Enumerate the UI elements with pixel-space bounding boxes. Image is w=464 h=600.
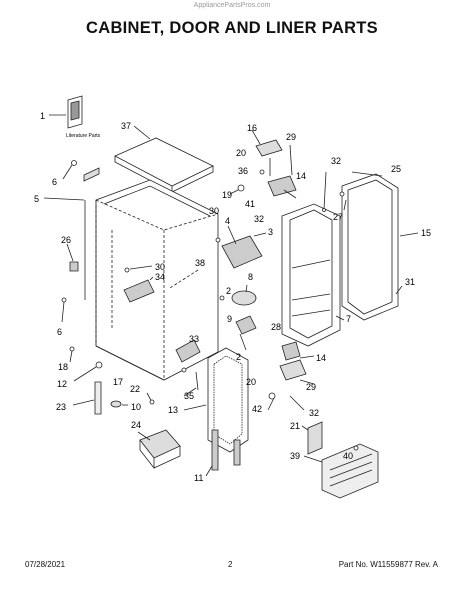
callout-30-a: 30 xyxy=(155,262,165,272)
callout-15: 15 xyxy=(421,228,431,238)
callout-39: 39 xyxy=(290,451,300,461)
toe-grille-39 xyxy=(303,443,379,499)
screw-19 xyxy=(229,184,245,195)
callout-38: 38 xyxy=(195,258,205,268)
door-handle xyxy=(205,429,241,477)
callout-9: 9 xyxy=(227,314,232,324)
cabinet-side-rod xyxy=(43,160,100,300)
hinge-block-24 xyxy=(137,429,181,470)
callout-21: 21 xyxy=(290,421,300,431)
callout-12: 12 xyxy=(57,379,67,389)
callout-26: 26 xyxy=(61,235,71,245)
callout-35: 35 xyxy=(184,391,194,401)
footer-part-number: Part No. W11559877 Rev. A xyxy=(338,560,438,569)
callout-30-b: 30 xyxy=(209,206,219,216)
footer-page-number: 2 xyxy=(228,560,233,569)
callout-20-b: 20 xyxy=(246,377,256,387)
callout-7: 7 xyxy=(346,314,351,324)
upper-screw-rod xyxy=(322,171,327,212)
callout-18: 18 xyxy=(58,362,68,372)
callout-2-a: 2 xyxy=(226,286,231,296)
callout-41: 41 xyxy=(245,199,255,209)
callout-33: 33 xyxy=(189,334,199,344)
callout-29-b: 29 xyxy=(306,382,316,392)
callout-36: 36 xyxy=(238,166,248,176)
top-hinge-16 xyxy=(251,129,283,157)
leveling-foot-part xyxy=(66,243,79,272)
glass-door-frame xyxy=(183,347,249,453)
screw-35 xyxy=(183,371,199,397)
callout-11: 11 xyxy=(194,473,203,483)
page-title: CABINET, DOOR AND LINER PARTS xyxy=(86,19,378,37)
hinge-plate-41 xyxy=(267,175,297,199)
callout-31: 31 xyxy=(405,277,415,287)
callout-25: 25 xyxy=(391,164,401,174)
callout-32-a: 32 xyxy=(254,214,264,224)
callout-37: 37 xyxy=(121,121,131,131)
upper-hinge-bracket xyxy=(123,265,155,303)
lower-screws xyxy=(267,392,305,411)
door-gasket-15 xyxy=(339,171,419,321)
callout-20-a: 20 xyxy=(236,148,246,158)
callout-14-b: 14 xyxy=(316,353,326,363)
callout-6: 6 xyxy=(52,177,57,187)
callout-4: 4 xyxy=(225,216,230,226)
gasket-clip-31 xyxy=(395,285,403,295)
lower-left-bracket xyxy=(61,297,75,363)
literature-parts-booklet xyxy=(49,95,83,129)
watermark: AppliancePartsPros.com xyxy=(193,2,271,9)
callout-27: 27 xyxy=(333,212,343,222)
screw-22 xyxy=(146,392,155,405)
callout-2-b: 2 xyxy=(236,352,241,362)
callout-42: 42 xyxy=(252,404,262,414)
callout-28: 28 xyxy=(271,322,281,332)
callout-19: 19 xyxy=(222,190,232,200)
callout-13: 13 xyxy=(168,405,178,415)
lower-hinge-assembly xyxy=(279,341,315,385)
hinge-pin-36 xyxy=(259,144,293,176)
callout-29-a: 29 xyxy=(286,132,296,142)
callout-40: 40 xyxy=(343,451,353,461)
callout-10: 10 xyxy=(131,402,141,412)
clamp-8 xyxy=(219,284,257,306)
callout-17: 17 xyxy=(113,377,123,387)
bracket-33 xyxy=(175,339,201,373)
callout-5: 5 xyxy=(34,194,39,204)
callout-34: 34 xyxy=(155,272,165,282)
upper-hinge-bracket-3 xyxy=(215,225,267,269)
callout-22: 22 xyxy=(130,384,140,394)
base-screw xyxy=(73,361,103,382)
literature-label: Literature Parts xyxy=(66,133,101,139)
door-liner-7 xyxy=(281,203,345,347)
cabinet-top-panel xyxy=(114,125,214,193)
callout-3: 3 xyxy=(268,227,273,237)
callout-32-c: 32 xyxy=(309,408,319,418)
callout-numbers: 1 37 6 5 26 30 34 38 6 18 12 17 23 22 10… xyxy=(34,111,431,483)
cover-plate-21 xyxy=(301,421,323,455)
callout-8: 8 xyxy=(248,272,253,282)
hinge-pin-23 xyxy=(72,381,102,415)
washer-10 xyxy=(110,400,128,408)
callout-23: 23 xyxy=(56,402,66,412)
callout-24: 24 xyxy=(131,420,141,430)
callout-32-b: 32 xyxy=(331,156,341,166)
screw-9 xyxy=(235,315,257,351)
callout-6-b: 6 xyxy=(57,327,62,337)
cabinet-wrapper xyxy=(95,179,219,381)
callout-16: 16 xyxy=(247,123,257,133)
callout-1: 1 xyxy=(40,111,45,121)
callout-14-a: 14 xyxy=(296,171,306,181)
footer-date: 07/28/2021 xyxy=(25,560,66,569)
